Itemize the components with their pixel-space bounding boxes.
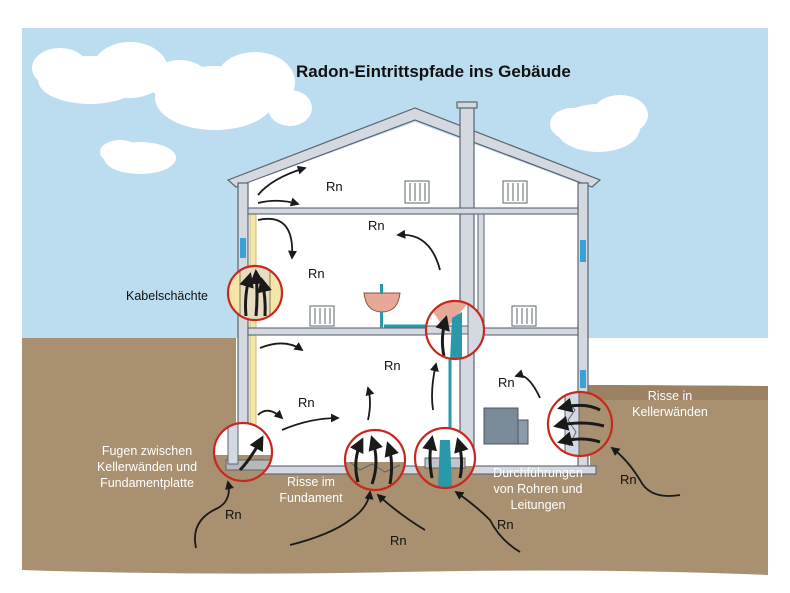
label-durchfuehrungen: Durchführungen von Rohren und Leitungen [478, 465, 598, 513]
sink-icon [363, 284, 401, 328]
label-risse-kellerwaende-line: Risse in [647, 389, 693, 403]
boiler [483, 407, 529, 445]
label-risse-fundament-line: Risse im [287, 475, 335, 489]
ground-right-surface [585, 385, 768, 400]
radiator-attic-2 [502, 180, 528, 204]
attic [248, 122, 578, 183]
rn-ground-3: Rn [497, 517, 514, 532]
label-risse-kellerwaende: Risse in Kellerwänden [620, 388, 720, 420]
rn-attic: Rn [326, 179, 343, 194]
rn-ground-4: Rn [620, 472, 637, 487]
rn-upper-left: Rn [308, 266, 325, 281]
cloud-3 [100, 140, 176, 174]
radiator-ground-2 [511, 305, 537, 327]
ground-arrows [194, 446, 681, 553]
label-kabelschaechte: Kabelschächte [126, 289, 209, 303]
inset-risse-fundament [343, 428, 407, 492]
label-fugen-line: Kellerwänden und [96, 460, 198, 474]
label-durchfuehrungen-line: Durchführungen [493, 466, 583, 480]
rn-ground-1: Rn [225, 507, 242, 522]
label-fugen-line: Fundamentplatte [100, 476, 194, 490]
rn-basement-left: Rn [298, 395, 315, 410]
rn-ground-2: Rn [390, 533, 407, 548]
label-fugen: Fugen zwischen Kellerwänden und Fundamen… [82, 443, 212, 491]
floor-ground [247, 327, 579, 336]
rn-upper-middle: Rn [368, 218, 385, 233]
rn-basement-right: Rn [498, 375, 515, 390]
rn-basement-middle: Rn [384, 358, 401, 373]
window-right-basement [580, 370, 586, 388]
label-risse-fundament: Risse im Fundament [276, 474, 346, 506]
inset-durchfuehrungen [413, 426, 477, 490]
inset-kabelschaechte [226, 264, 284, 322]
diagram-title: Radon-Eintrittspfade ins Gebäude [296, 62, 571, 81]
label-risse-fundament-line: Fundament [279, 491, 343, 505]
flow-arrows [257, 165, 541, 431]
window-left-upper [240, 238, 246, 258]
floor-attic [247, 207, 579, 215]
inset-fugen [212, 421, 274, 483]
label-risse-kellerwaende-line: Kellerwänden [632, 405, 708, 419]
window-right-upper [580, 240, 586, 262]
radiator-attic-1 [404, 180, 430, 204]
label-fugen-line: Fugen zwischen [101, 444, 193, 458]
inner-wall [477, 213, 485, 329]
chimney [459, 103, 475, 467]
roof [226, 107, 602, 188]
inset-risse-kellerwaende [546, 390, 614, 458]
label-durchfuehrungen-line: von Rohren und [493, 482, 583, 496]
cloud-1 [32, 42, 168, 104]
radiator-ground-1 [309, 305, 335, 327]
cloud-2 [150, 52, 312, 130]
inset-pipe [424, 299, 486, 361]
cloud-4 [550, 95, 648, 152]
ground [22, 338, 768, 575]
chimney-cap [456, 101, 478, 109]
label-durchfuehrungen-line: Leitungen [510, 498, 566, 512]
